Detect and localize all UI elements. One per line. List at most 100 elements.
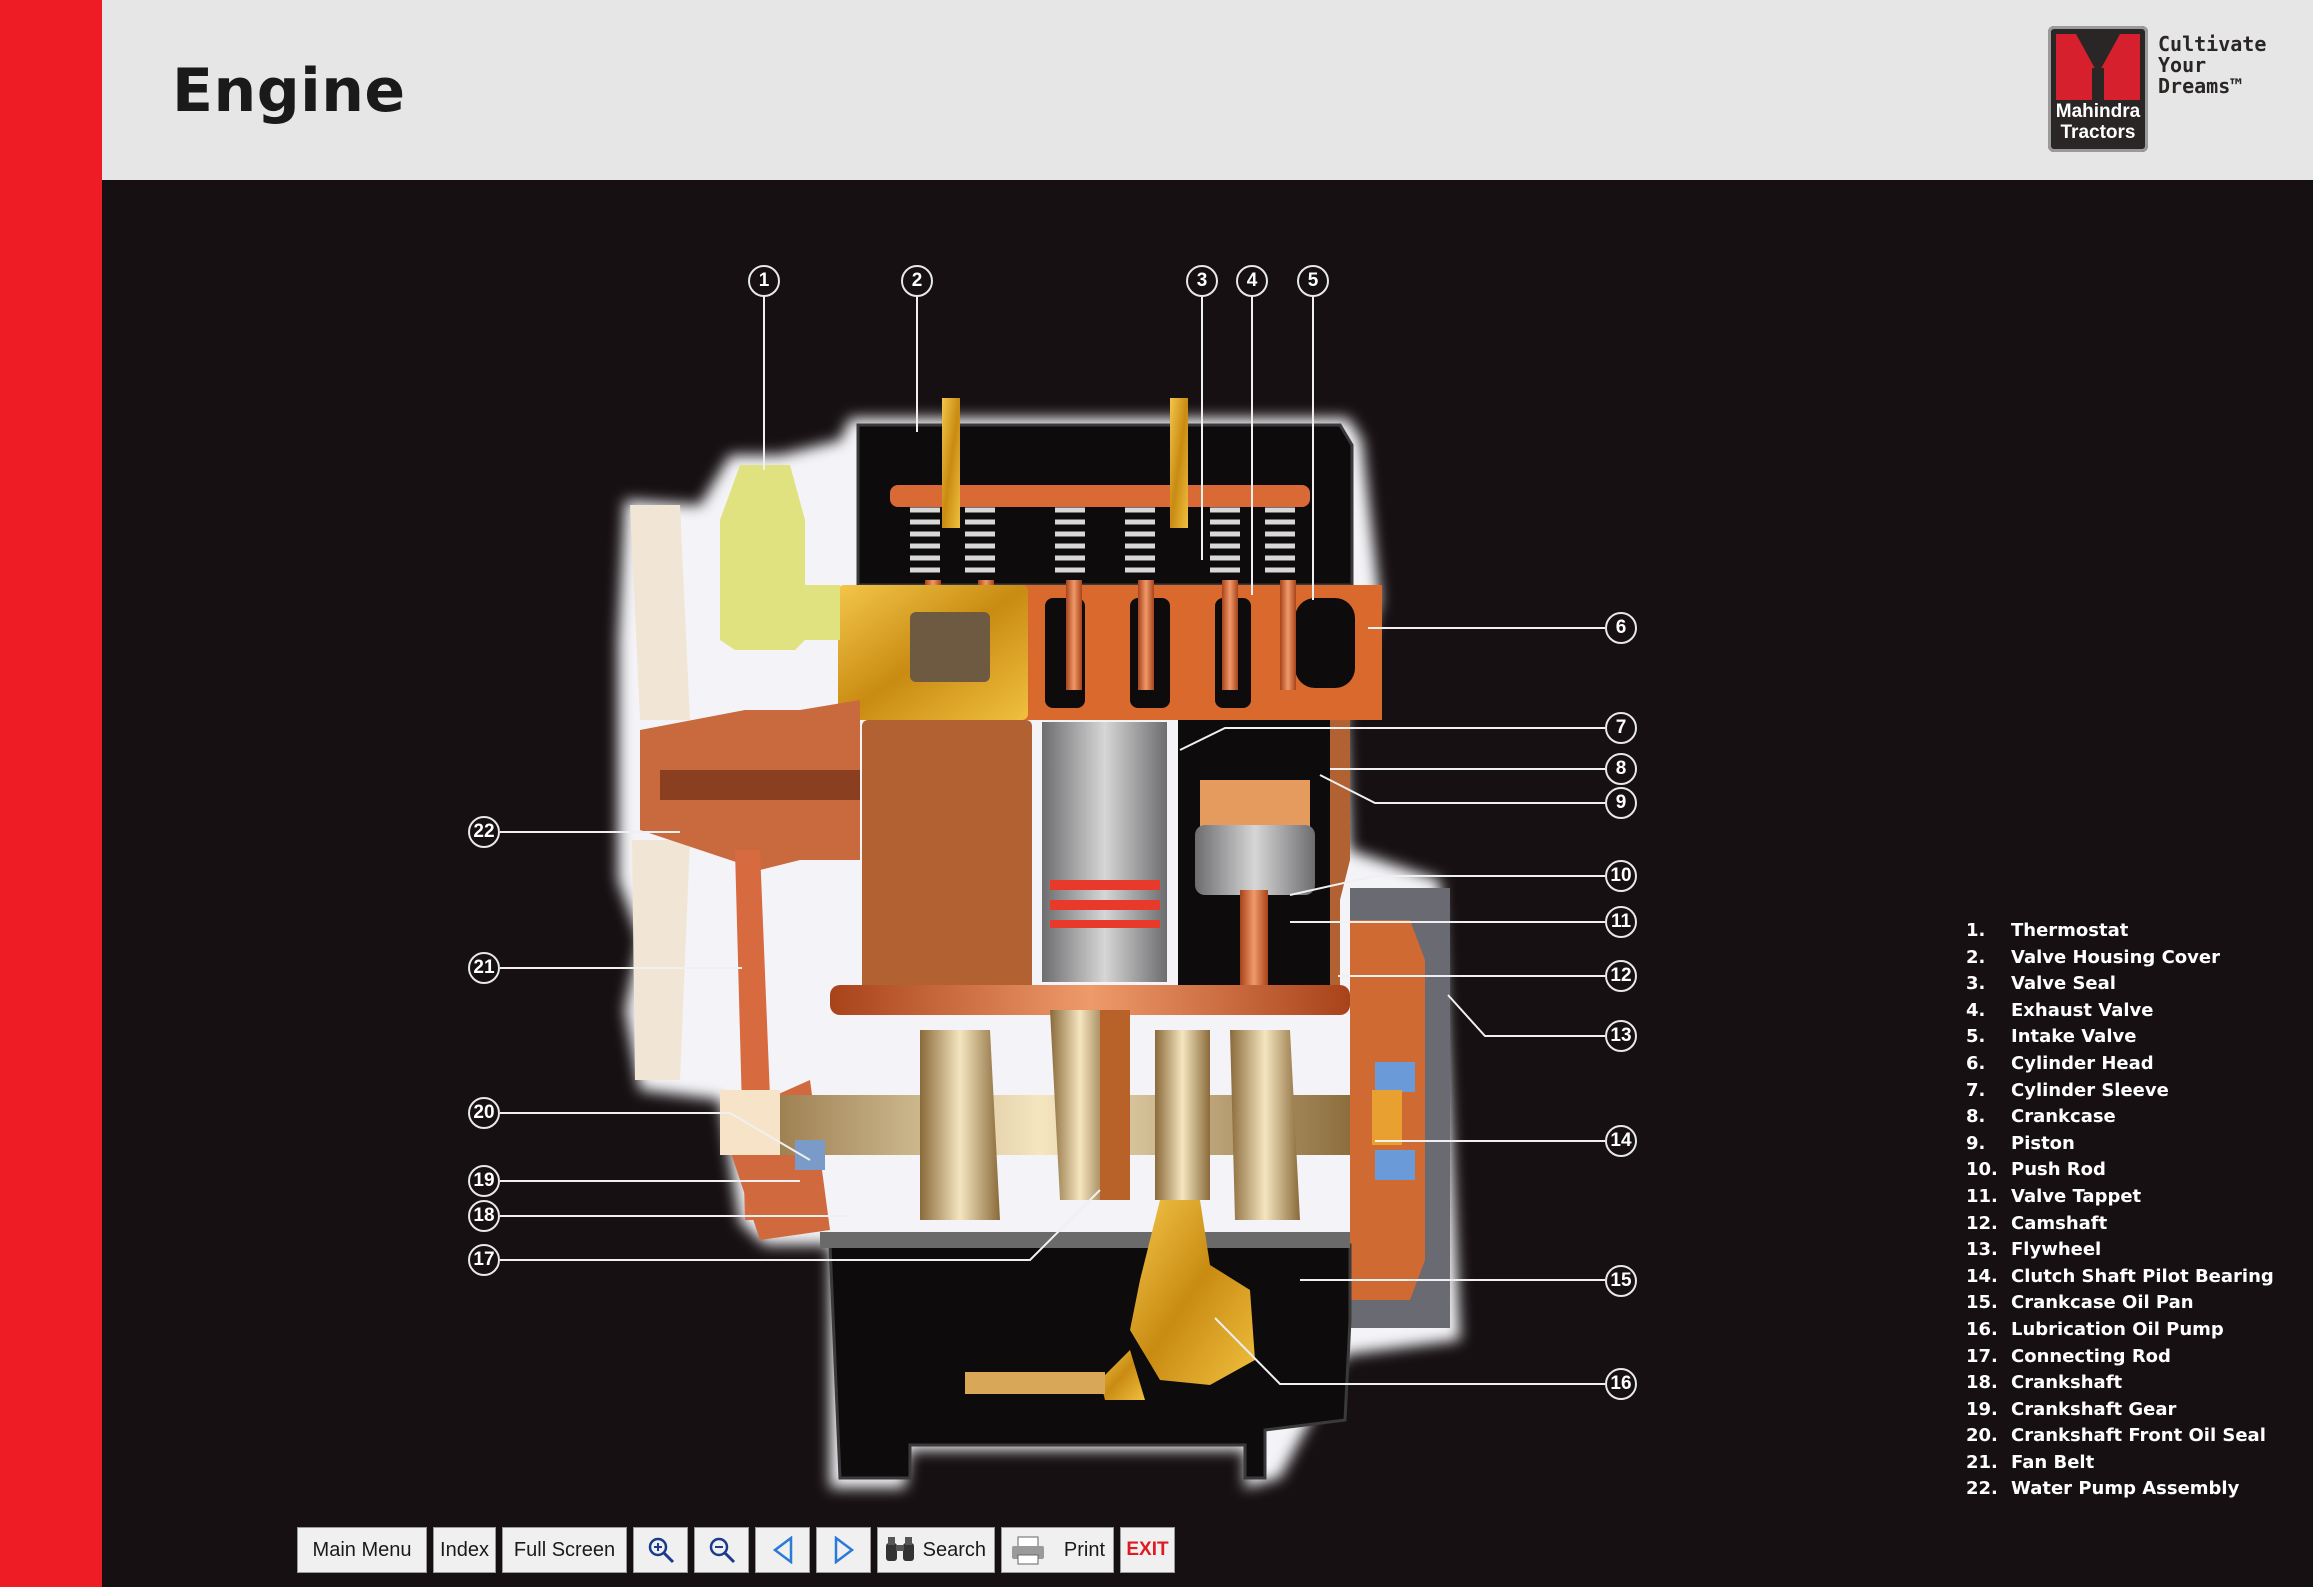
- legend-num: 18.: [1966, 1372, 1998, 1394]
- legend-num: 16.: [1966, 1318, 1998, 1340]
- callout-8: 8: [1605, 753, 1637, 785]
- legend-item: 12.Camshaft: [1966, 1211, 2274, 1238]
- next-page-button[interactable]: [816, 1527, 871, 1573]
- callout-19: 19: [468, 1165, 500, 1197]
- legend-label: Piston: [2011, 1132, 2075, 1154]
- legend-label: Thermostat: [2011, 920, 2129, 941]
- legend-num: 12.: [1966, 1212, 1998, 1234]
- legend-num: 21.: [1966, 1451, 1998, 1473]
- legend-label: Crankshaft Front Oil Seal: [2011, 1425, 2266, 1447]
- legend-label: Crankcase Oil Pan: [2011, 1292, 2194, 1314]
- legend-num: 9.: [1966, 1132, 1986, 1154]
- legend-num: 17.: [1966, 1345, 1998, 1367]
- legend-item: 18. Crankshaft: [1966, 1370, 2274, 1397]
- callout-14: 14: [1605, 1125, 1637, 1157]
- next-arrow-icon: [834, 1536, 854, 1564]
- legend-label: Intake Valve: [2011, 1026, 2137, 1048]
- legend-item: 22.Water Pump Assembly: [1966, 1476, 2274, 1503]
- tagline: Cultivate Your Dreams™: [2158, 34, 2266, 97]
- legend-item: 5. Intake Valve: [1966, 1024, 2274, 1051]
- legend-item: 10.Push Rod: [1966, 1157, 2274, 1184]
- legend-item: 3. Valve Seal: [1966, 971, 2274, 998]
- legend-num: 14.: [1966, 1265, 1998, 1287]
- red-side-bar: [0, 0, 102, 1587]
- callout-6: 6: [1605, 612, 1637, 644]
- legend-item: 20. Crankshaft Front Oil Seal: [1966, 1423, 2274, 1450]
- legend-num: 6.: [1966, 1052, 1986, 1074]
- zoom-in-icon: [648, 1537, 674, 1564]
- callout-13: 13: [1605, 1020, 1637, 1052]
- binoculars-icon: [886, 1537, 914, 1561]
- callout-12: 12: [1605, 960, 1637, 992]
- legend-item: 4. Exhaust Valve: [1966, 998, 2274, 1025]
- tagline-line-1: Cultivate: [2158, 32, 2267, 56]
- legend-item: 7. Cylinder Sleeve: [1966, 1078, 2274, 1105]
- legend-item: 14. Clutch Shaft Pilot Bearing: [1966, 1264, 2274, 1291]
- legend-num: 1.: [1966, 920, 1986, 941]
- legend-label: Exhaust Valve: [2011, 999, 2154, 1021]
- main-menu-button[interactable]: Main Menu: [297, 1527, 427, 1573]
- page-title: Engine: [172, 56, 406, 126]
- callout-7: 7: [1605, 712, 1637, 744]
- previous-page-button[interactable]: [755, 1527, 810, 1573]
- callout-17: 17: [468, 1244, 500, 1276]
- legend-label: Crankshaft Gear: [2011, 1398, 2177, 1420]
- zoom-in-button[interactable]: [633, 1527, 688, 1573]
- legend-label: Cylinder Sleeve: [2011, 1079, 2169, 1101]
- zoom-out-icon: [709, 1537, 735, 1564]
- header-bar: [102, 0, 2313, 180]
- legend-label: Connecting Rod: [2011, 1345, 2171, 1367]
- callout-15: 15: [1605, 1265, 1637, 1297]
- legend-num: 10.: [1966, 1159, 1998, 1181]
- legend-item: 17. Connecting Rod: [1966, 1344, 2274, 1371]
- legend-label: Crankshaft: [2011, 1372, 2123, 1394]
- callout-4: 4: [1236, 265, 1268, 297]
- prev-arrow-icon: [772, 1536, 792, 1564]
- zoom-out-button[interactable]: [694, 1527, 749, 1573]
- legend-item: 6.Cylinder Head: [1966, 1051, 2274, 1078]
- legend-label: Flywheel: [2011, 1239, 2102, 1261]
- callout-2: 2: [901, 265, 933, 297]
- legend-num: 7.: [1966, 1079, 1986, 1101]
- callout-1: 1: [748, 265, 780, 297]
- print-label: Print: [1063, 1539, 1105, 1561]
- legend-label: Valve Housing Cover: [2011, 946, 2220, 968]
- legend-label: Clutch Shaft Pilot Bearing: [2011, 1265, 2274, 1287]
- legend-num: 15.: [1966, 1292, 1998, 1314]
- print-button[interactable]: Print: [1001, 1527, 1114, 1573]
- callout-16: 16: [1605, 1368, 1637, 1400]
- legend-item: 15. Crankcase Oil Pan: [1966, 1290, 2274, 1317]
- legend-item: 19. Crankshaft Gear: [1966, 1397, 2274, 1424]
- legend-num: 3.: [1966, 973, 1986, 995]
- callout-11: 11: [1605, 906, 1637, 938]
- legend-num: 11.: [1966, 1185, 1998, 1207]
- index-button[interactable]: Index: [433, 1527, 496, 1573]
- legend-item: 21.Fan Belt: [1966, 1450, 2274, 1477]
- logo-line-2: Tractors: [2060, 122, 2136, 143]
- legend-item: 16.Lubrication Oil Pump: [1966, 1317, 2274, 1344]
- callout-20: 20: [468, 1097, 500, 1129]
- legend-item: 13.Flywheel: [1966, 1237, 2274, 1264]
- logo-line-1: Mahindra: [2055, 101, 2141, 122]
- legend-num: 8.: [1966, 1106, 1986, 1128]
- search-button[interactable]: Search: [877, 1527, 995, 1573]
- legend-item: 11.Valve Tappet: [1966, 1184, 2274, 1211]
- legend-num: 20.: [1966, 1425, 1998, 1447]
- legend-label: Valve Seal: [2011, 973, 2116, 995]
- callout-9: 9: [1605, 787, 1637, 819]
- callout-10: 10: [1605, 860, 1637, 892]
- legend-label: Crankcase: [2011, 1106, 2116, 1128]
- legend-num: 4.: [1966, 999, 1986, 1021]
- legend-num: 5.: [1966, 1026, 1986, 1048]
- printer-icon: [1012, 1536, 1044, 1565]
- parts-legend: 1. Thermostat 2. Valve Housing Cover 3. Val…: [1966, 918, 2274, 1503]
- legend-num: 22.: [1966, 1478, 1998, 1500]
- legend-item: 8. Crankcase: [1966, 1104, 2274, 1131]
- legend-num: 19.: [1966, 1398, 1998, 1420]
- full-screen-button[interactable]: Full Screen: [502, 1527, 627, 1573]
- exit-button[interactable]: EXIT: [1120, 1527, 1175, 1573]
- callout-5: 5: [1297, 265, 1329, 297]
- search-label: Search: [922, 1539, 986, 1561]
- legend-num: 2.: [1966, 946, 1986, 968]
